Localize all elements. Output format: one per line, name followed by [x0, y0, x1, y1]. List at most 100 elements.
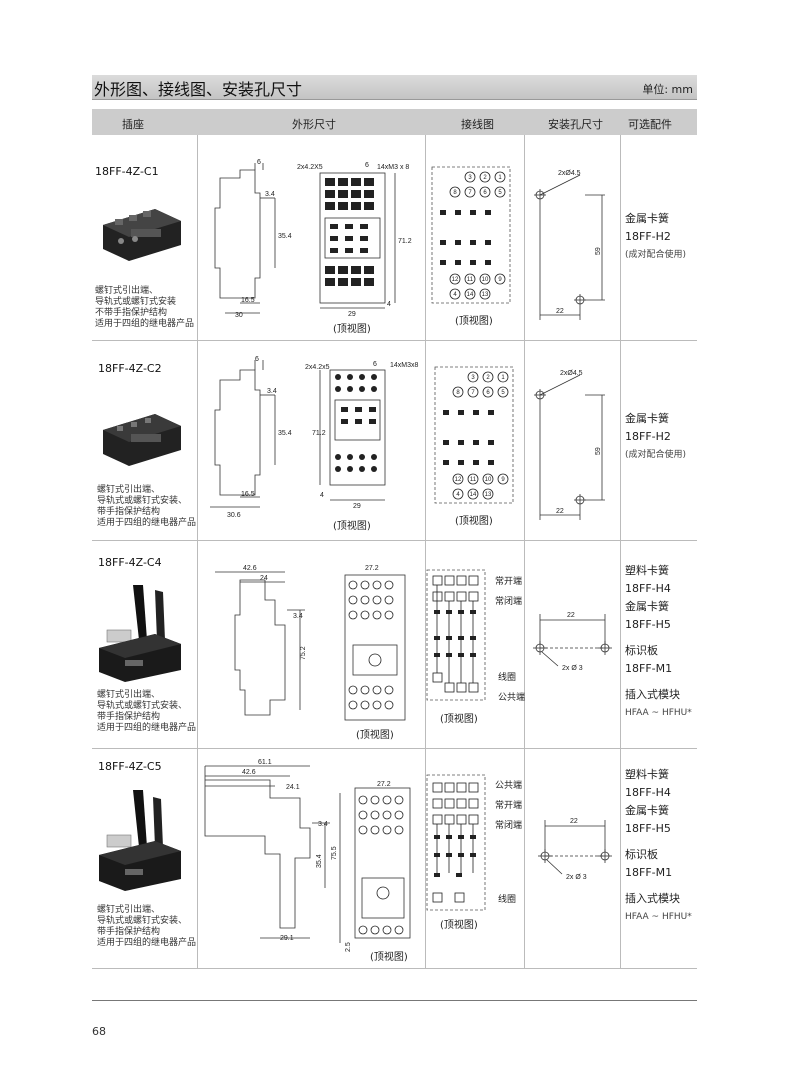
svg-text:16.5: 16.5: [241, 297, 255, 304]
svg-text:61.1: 61.1: [258, 759, 272, 766]
svg-text:6: 6: [255, 356, 259, 363]
svg-text:2.5: 2.5: [345, 942, 352, 952]
section-title: 外形图、接线图、安装孔尺寸: [94, 80, 303, 99]
svg-text:22: 22: [570, 818, 578, 825]
col-divider: [620, 135, 621, 968]
top-view-caption: (顶视图): [333, 521, 371, 532]
unit-label: 单位: mm: [642, 83, 693, 96]
svg-text:4: 4: [453, 292, 457, 298]
svg-text:27.2: 27.2: [377, 781, 391, 788]
mounting-hole-diagram-c1: 2xØ4.5 59 22: [534, 170, 605, 320]
socket-photo-c4: [99, 585, 181, 682]
svg-text:12: 12: [455, 477, 462, 483]
svg-text:4: 4: [320, 492, 324, 499]
accessory-list: 塑料卡簧 18FF-H4 金属卡簧 18FF-H5 标识板 18FF-M1 插入…: [625, 768, 692, 922]
model-name: 18FF-4Z-C4: [98, 556, 162, 569]
svg-text:7: 7: [468, 190, 472, 196]
svg-text:35.4: 35.4: [278, 430, 292, 437]
svg-text:6: 6: [365, 162, 369, 169]
socket-photo-c2: [103, 414, 181, 466]
outline-drawing-c4: 42.6 24 3.4 75.2 27.2: [215, 565, 406, 721]
svg-text:13: 13: [485, 492, 492, 498]
svg-text:8: 8: [456, 390, 460, 396]
svg-text:71.2: 71.2: [312, 430, 326, 437]
svg-text:14: 14: [467, 292, 474, 298]
model-name: 18FF-4Z-C2: [98, 362, 162, 375]
row-divider: [92, 540, 697, 541]
svg-text:2x4.2x5: 2x4.2x5: [305, 364, 330, 371]
svg-text:42.6: 42.6: [243, 565, 257, 572]
top-view-caption: (顶视图): [455, 316, 493, 327]
row-divider: [92, 748, 697, 749]
socket-description: 螺钉式引出端、导轨式或螺钉式安装、 带手指保护结构适用于四组的继电器产品: [97, 485, 197, 528]
svg-text:5: 5: [498, 190, 502, 196]
svg-text:3.4: 3.4: [267, 388, 277, 395]
svg-text:22: 22: [556, 508, 564, 515]
row-divider: [92, 340, 697, 341]
col-divider: [425, 135, 426, 968]
svg-text:11: 11: [470, 477, 477, 483]
accessory-list: 塑料卡簧 18FF-H4 金属卡簧 18FF-H5 标识板 18FF-M1 插入…: [625, 564, 692, 718]
svg-text:29: 29: [348, 311, 356, 318]
svg-text:1: 1: [501, 375, 505, 381]
svg-text:14xM3 x 8: 14xM3 x 8: [377, 164, 409, 171]
svg-text:6: 6: [373, 361, 377, 368]
svg-text:3.4: 3.4: [318, 821, 328, 828]
model-name: 18FF-4Z-C1: [95, 165, 159, 178]
wiring-diagram-c5: [426, 774, 486, 911]
svg-text:9: 9: [501, 477, 505, 483]
svg-text:4: 4: [456, 492, 460, 498]
terminal-labels-bottom: 线圈: [498, 895, 517, 905]
col-divider: [524, 135, 525, 968]
svg-text:16.5: 16.5: [241, 491, 255, 498]
model-name: 18FF-4Z-C5: [98, 760, 162, 773]
mounting-hole-diagram-c5: 22 2x Ø 3: [538, 818, 612, 881]
accessory-list: 金属卡簧 18FF-H2 (成对配合使用): [625, 212, 687, 260]
svg-text:30.6: 30.6: [227, 512, 241, 519]
section-header-bar: 外形图、接线图、安装孔尺寸 单位: mm: [92, 75, 697, 100]
col-wiring: 接线图: [461, 118, 494, 131]
svg-text:30: 30: [235, 312, 243, 319]
wiring-diagram-c4: [426, 569, 486, 701]
col-dimensions: 外形尺寸: [292, 118, 336, 131]
outline-drawing-c1: 6 3.4 35.4 16.5 30 2x4.2X5 6 14xM3 x 8 7…: [214, 159, 412, 319]
socket-photo-c1: [103, 209, 181, 261]
svg-text:3.4: 3.4: [293, 613, 303, 620]
socket-photo-c5: [99, 790, 181, 891]
svg-text:2x4.2X5: 2x4.2X5: [297, 164, 323, 171]
outline-drawing-c2: 6 3.4 35.4 16.5 30.6 2x4.2x5 6 14xM3x8 7…: [210, 356, 419, 519]
svg-text:13: 13: [482, 292, 489, 298]
svg-text:3: 3: [471, 375, 475, 381]
top-view-caption: (顶视图): [333, 324, 371, 335]
top-view-caption: (顶视图): [370, 952, 408, 963]
svg-text:5: 5: [501, 390, 505, 396]
column-header-row: 插座 外形尺寸 接线图 安装孔尺寸 可选配件: [92, 109, 697, 135]
svg-text:59: 59: [595, 247, 602, 255]
svg-text:11: 11: [467, 277, 474, 283]
top-view-caption: (顶视图): [440, 714, 478, 725]
svg-text:14: 14: [470, 492, 477, 498]
svg-text:4: 4: [387, 301, 391, 308]
svg-text:2x Ø 3: 2x Ø 3: [562, 665, 583, 672]
svg-text:12: 12: [452, 277, 459, 283]
svg-text:75.2: 75.2: [300, 646, 307, 660]
top-view-caption: (顶视图): [455, 516, 493, 527]
terminal-labels-bottom: 线圈 公共端: [498, 673, 526, 703]
svg-text:71.2: 71.2: [398, 238, 412, 245]
svg-text:29.1: 29.1: [280, 935, 294, 942]
svg-text:6: 6: [483, 190, 487, 196]
svg-text:2x Ø 3: 2x Ø 3: [566, 874, 587, 881]
terminal-labels-top: 常开端 常闭端: [495, 577, 523, 607]
page-number: 68: [92, 1025, 106, 1038]
svg-text:2: 2: [483, 175, 487, 181]
accessory-list: 金属卡簧 18FF-H2 (成对配合使用): [625, 412, 687, 460]
svg-text:8: 8: [453, 190, 457, 196]
svg-text:2xØ4.5: 2xØ4.5: [560, 370, 583, 377]
svg-text:2xØ4.5: 2xØ4.5: [558, 170, 581, 177]
svg-text:9: 9: [498, 277, 502, 283]
svg-text:3: 3: [468, 175, 472, 181]
col-socket: 插座: [122, 118, 144, 131]
svg-text:1: 1: [498, 175, 502, 181]
col-divider: [197, 135, 198, 968]
